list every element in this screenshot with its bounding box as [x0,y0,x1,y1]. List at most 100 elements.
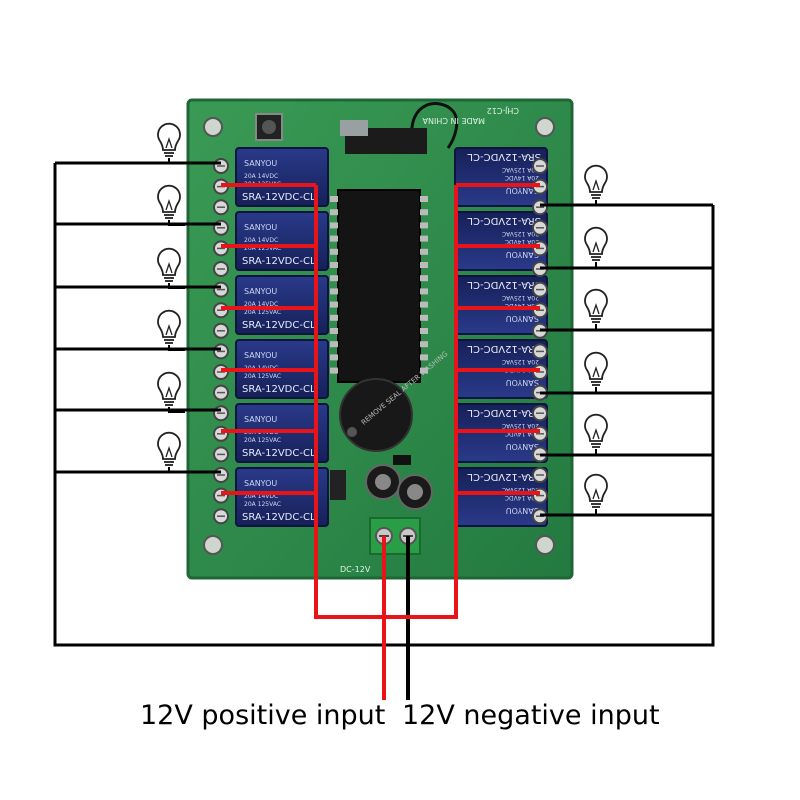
light-bulb-icon [157,184,181,219]
relay-model-text: SRA-12VDC-CL [467,279,541,290]
relay-brand-text: SANYOU [244,223,277,232]
capacitor-icon [365,464,401,500]
relay-rating-text: 20A 125VAC [502,422,539,429]
screw-terminal-icon [532,281,548,298]
chip-pin [420,222,428,229]
relay-rating-text: 20A 14VDC [505,238,539,245]
chip-pin [420,328,428,334]
chip-pin [420,248,428,255]
mount-hole-icon [535,117,555,137]
lamp-group [157,122,608,508]
screw-terminal-icon [213,343,229,360]
screw-terminal-icon [213,384,229,401]
chip-pin [330,209,338,216]
screw-terminal-icon [532,240,548,257]
relay-rating-text: 20A 14VDC [505,494,539,501]
relay-model-text: SRA-12VDC-CL [467,215,541,226]
screw-terminal-icon [532,158,548,174]
chip-pin [330,275,338,282]
relay-brand-text: SANYOU [506,442,539,451]
screw-terminal-icon [213,199,229,216]
relay-rating-text: 20A 14VDC [244,301,278,308]
light-bulb-icon [584,473,608,508]
relay-rating-text: 20A 14VDC [505,174,539,181]
chip-pin [330,354,338,361]
chip-pin [420,288,428,295]
screw-terminal-icon [532,405,548,422]
positive-wiring [221,183,540,700]
screw-terminal-icon [213,281,229,298]
chip-pin [330,288,338,295]
screw-terminal-icon [532,199,548,216]
light-bulb-icon [584,413,608,448]
relay-model-text: SRA-12VDC-CL [467,151,541,162]
relay-brand-text: SANYOU [244,479,277,488]
chip-pin [330,248,338,255]
chip-pin [330,235,338,242]
screw-terminal-icon [532,467,548,483]
screw-terminal-icon [213,425,229,442]
chip-pin [420,209,428,216]
lamp-lead-wire [168,407,185,413]
light-bulb-icon [157,371,181,406]
screw-terminal-icon [213,158,229,174]
relay-rating-text: 20A 125VAC [244,373,281,380]
chip-pin [330,301,338,308]
chip-pin [330,341,338,348]
power-terminal-icon [369,517,421,555]
chip-pin [330,367,338,374]
relay-rating-text: 20A 125VAC [502,358,539,365]
light-bulb-icon [584,226,608,261]
relay-rating-text: 20A 125VAC [502,294,539,301]
relay-model-text: SRA-12VDC-CL [467,407,541,418]
mount-hole-icon [203,535,223,555]
chip-pin [420,196,428,202]
negative-input-caption: 12V negative input [402,700,660,731]
lamp-lead-wire [168,467,184,473]
chip-pin [420,275,428,282]
chip-pin [330,262,338,268]
relay-model-text: SRA-12VDC-CL [242,384,316,395]
relay-model-text: SRA-12VDC-CL [242,192,316,203]
relay-rating-text: 20A 125VAC [244,501,281,508]
lamp-lead-wire [168,283,185,289]
mount-hole-icon [203,117,223,137]
relay-rating-text: 20A 14VDC [244,173,278,180]
diode-icon [393,455,411,465]
board-made-in-text: MADE IN CHINA [422,116,485,125]
relay-brand-text: SANYOU [244,351,277,360]
lamp-lead-wire [168,220,185,226]
chip-pin [330,222,338,229]
light-bulb-icon [157,122,181,157]
screw-terminal-icon [213,508,229,525]
screw-terminal-icon [213,322,229,339]
relay-brand-text: SANYOU [506,314,539,323]
relay-model-text: SRA-12VDC-CL [242,256,316,267]
chip-pin [420,341,428,348]
chip-pin [420,262,428,268]
relay-rating-text: 20A 125VAC [244,245,281,252]
regulator-icon [330,470,346,500]
screw-terminal-icon [213,302,229,319]
lamp-lead-wire [168,345,185,351]
relay-brand-text: SANYOU [244,159,277,168]
board-model-text: CHJ-C12 [487,106,519,115]
screw-terminal-icon [213,261,229,277]
relay-brand-text: SANYOU [506,506,539,515]
microcontroller-icon [330,189,428,383]
relay-rating-text: 20A 14VDC [244,237,278,244]
light-bulb-icon [584,288,608,323]
light-bulb-icon [157,309,181,344]
relay-rating-text: 20A 14VDC [505,302,539,309]
positive-input-caption: 12V positive input [140,700,386,731]
relay-rating-text: 20A 125VAC [244,309,281,316]
relay-rating-text: 20A 125VAC [502,230,539,237]
relay-brand-text: SANYOU [506,186,539,195]
relay-rating-text: 20A 14VDC [505,430,539,437]
relay-model-text: SRA-12VDC-CL [467,471,541,482]
